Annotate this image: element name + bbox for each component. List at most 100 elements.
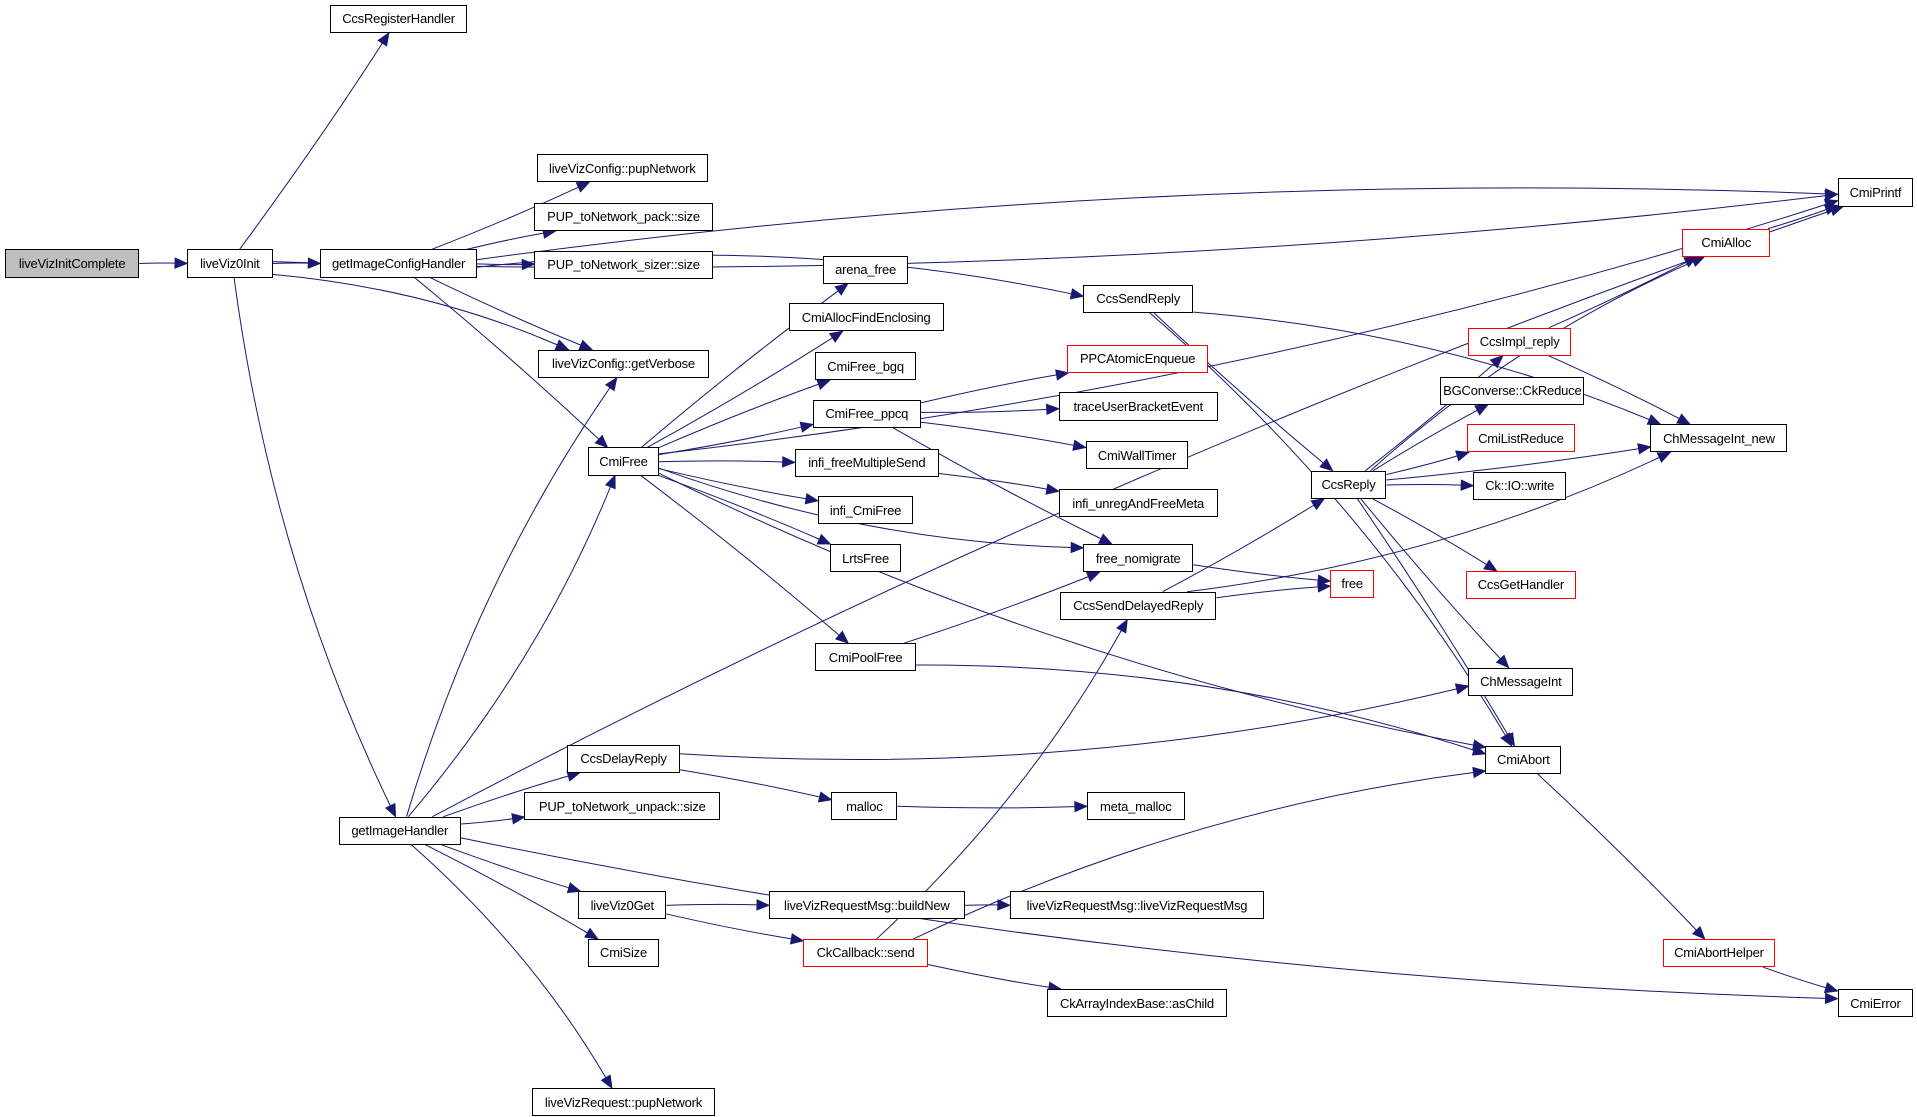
node-infi-cmifree[interactable]: infi_CmiFree bbox=[817, 496, 914, 525]
edge-cmifree-to-free_nomigrate bbox=[658, 467, 1072, 548]
edge-liveviz0get-to-ckcallback_send bbox=[666, 913, 792, 940]
edge-livevizinitcomplete-to-liveviz0init bbox=[139, 262, 176, 264]
node-livevizrequestmsg-ctor[interactable]: liveVizRequestMsg::liveVizRequestMsg bbox=[1009, 891, 1265, 920]
arrowhead-icon bbox=[1116, 618, 1128, 634]
node-cmipoolfree[interactable]: CmiPoolFree bbox=[815, 643, 916, 672]
edge-getimagehandler-to-cmiprintf bbox=[432, 210, 1832, 818]
arrowhead-icon bbox=[511, 813, 526, 825]
node-free-nomigrate[interactable]: free_nomigrate bbox=[1083, 544, 1194, 573]
edge-ccsreply-to-chmessageint_new bbox=[1386, 448, 1639, 481]
edge-getimagehandler-to-cmierror bbox=[460, 837, 1826, 999]
arrowhead-icon bbox=[1074, 800, 1089, 813]
arrowhead-icon bbox=[594, 434, 609, 449]
arrowhead-icon bbox=[1085, 571, 1101, 583]
node-ck-io-write[interactable]: Ck::IO::write bbox=[1473, 471, 1567, 501]
node-cmierror[interactable]: CmiError bbox=[1837, 989, 1914, 1018]
node-ccsimpl-reply[interactable]: CcsImpl_reply bbox=[1468, 327, 1571, 356]
edge-getimagehandler-to-pup_tonetwork_unpack_size bbox=[460, 818, 513, 825]
edge-ccssendreply-to-cmiabort bbox=[1149, 312, 1506, 736]
arrowhead-icon bbox=[997, 899, 1012, 911]
node-livevizconfig-getverbose[interactable]: liveVizConfig::getVerbose bbox=[537, 349, 710, 378]
edge-ccsreply-to-cmilistreduce bbox=[1386, 455, 1458, 476]
node-ccsregisterhandler[interactable]: CcsRegisterHandler bbox=[330, 4, 468, 33]
arrowhead-icon bbox=[1069, 288, 1085, 300]
node-cmiaborthelper[interactable]: CmiAbortHelper bbox=[1662, 938, 1776, 968]
node-traceuserbracketevent[interactable]: traceUserBracketEvent bbox=[1058, 392, 1218, 421]
node-lrtsfree[interactable]: LrtsFree bbox=[830, 544, 902, 573]
node-ccsdelayreply[interactable]: CcsDelayReply bbox=[567, 744, 680, 773]
arrowhead-icon bbox=[1455, 450, 1470, 462]
edge-ccsreply-to-cmiabort bbox=[1357, 498, 1509, 736]
edge-ccsreply-to-bgconverse_ckreduce bbox=[1372, 409, 1478, 472]
node-getimagehandler[interactable]: getImageHandler bbox=[338, 816, 461, 845]
edge-cmifree_ppcq-to-cmiwalltimer bbox=[920, 421, 1074, 446]
node-free[interactable]: free bbox=[1330, 569, 1375, 598]
arrowhead-icon bbox=[1070, 541, 1085, 554]
node-cmifree-bgq[interactable]: CmiFree_bgq bbox=[815, 352, 916, 381]
node-pup-tonetwork-unpack-size[interactable]: PUP_toNetwork_unpack::size bbox=[524, 792, 721, 821]
node-liveviz0init[interactable]: liveViz0Init bbox=[187, 249, 273, 278]
node-pup-tonetwork-sizer-size[interactable]: PUP_toNetwork_sizer::size bbox=[534, 250, 713, 279]
node-malloc[interactable]: malloc bbox=[831, 792, 898, 821]
edge-infi_freemultiplesend-to-infi_unregandfreemeta bbox=[938, 472, 1048, 490]
node-livevizconfig-pupnetwork[interactable]: liveVizConfig::pupNetwork bbox=[536, 154, 708, 183]
node-chmessageint[interactable]: ChMessageInt bbox=[1468, 667, 1574, 696]
node-cmilistreduce[interactable]: CmiListReduce bbox=[1467, 424, 1575, 453]
edge-malloc-to-meta_malloc bbox=[897, 805, 1075, 809]
node-livevizrequest-pupnetwork[interactable]: liveVizRequest::pupNetwork bbox=[531, 1088, 716, 1117]
node-infi-unregandfreemeta[interactable]: infi_unregAndFreeMeta bbox=[1058, 489, 1218, 518]
node-meta-malloc[interactable]: meta_malloc bbox=[1086, 792, 1185, 821]
node-ccssenddelayedreply[interactable]: CcsSendDelayedReply bbox=[1059, 591, 1217, 620]
edge-cmifree-to-cmipoolfree bbox=[640, 475, 840, 636]
arrowhead-icon bbox=[377, 31, 390, 47]
node-ckcallback-send[interactable]: CkCallback::send bbox=[803, 938, 928, 968]
node-ckarrayindexbase-aschild[interactable]: CkArrayIndexBase::asChild bbox=[1046, 989, 1228, 1018]
arrowhead-icon bbox=[1824, 992, 1839, 1005]
node-cmifree-ppcq[interactable]: CmiFree_ppcq bbox=[813, 399, 921, 428]
node-chmessageint-new[interactable]: ChMessageInt_new bbox=[1650, 424, 1788, 453]
node-cmisize[interactable]: CmiSize bbox=[588, 938, 659, 968]
edge-ccssenddelayedreply-to-free bbox=[1216, 586, 1319, 599]
edge-cmifree-to-cmiabort bbox=[658, 472, 1474, 746]
edge-cmifree_ppcq-to-free_nomigrate bbox=[893, 427, 1102, 540]
edge-cmiaborthelper-to-cmierror bbox=[1762, 966, 1827, 989]
node-cmiprintf[interactable]: CmiPrintf bbox=[1837, 178, 1914, 207]
node-bgconverse-ckreduce[interactable]: BGConverse::CkReduce bbox=[1440, 376, 1585, 405]
node-cmifree[interactable]: CmiFree bbox=[588, 447, 659, 476]
node-cmiallocfindenclosing[interactable]: CmiAllocFindEnclosing bbox=[788, 303, 944, 332]
arrowhead-icon bbox=[604, 474, 616, 490]
edge-cmifree-to-cmiprintf bbox=[658, 203, 1827, 455]
node-livevizrequestmsg-buildnew[interactable]: liveVizRequestMsg::buildNew bbox=[769, 891, 965, 920]
edge-free_nomigrate-to-free bbox=[1193, 564, 1319, 581]
node-cmialloc[interactable]: CmiAlloc bbox=[1682, 228, 1771, 257]
arrowhead-icon bbox=[756, 899, 771, 911]
arrowhead-icon bbox=[1656, 451, 1672, 463]
node-cmiabort[interactable]: CmiAbort bbox=[1485, 745, 1562, 774]
edge-liveviz0init-to-livevizconfig_getverbose bbox=[272, 273, 558, 346]
node-cmiwalltimer[interactable]: CmiWallTimer bbox=[1085, 441, 1189, 470]
node-ccssendreply[interactable]: CcsSendReply bbox=[1083, 284, 1194, 313]
node-liveviz0get[interactable]: liveViz0Get bbox=[578, 891, 667, 920]
arrowhead-icon bbox=[1310, 498, 1326, 511]
arrowhead-icon bbox=[1454, 683, 1470, 695]
edge-getimagehandler-to-cmisize bbox=[425, 844, 588, 934]
arrowhead-icon bbox=[1824, 188, 1839, 200]
edge-ccsdelayreply-to-malloc bbox=[679, 769, 820, 798]
edge-ccsimpl_reply-to-cmialloc bbox=[1548, 261, 1687, 329]
node-ccsgethandler[interactable]: CcsGetHandler bbox=[1465, 570, 1576, 600]
node-arena-free[interactable]: arena_free bbox=[822, 255, 909, 284]
node-pup-tonetwork-pack-size[interactable]: PUP_toNetwork_pack::size bbox=[534, 202, 713, 232]
arrowhead-icon bbox=[1676, 413, 1692, 425]
edge-cmialloc-to-cmiprintf bbox=[1767, 209, 1827, 230]
node-ppcatomicenqueue[interactable]: PPCAtomicEnqueue bbox=[1067, 344, 1208, 373]
node-getimageconfighandler[interactable]: getImageConfigHandler bbox=[320, 249, 477, 278]
node-infi-freemultiplesend[interactable]: infi_freeMultipleSend bbox=[794, 448, 939, 477]
edge-getimageconfighandler-to-pup_tonetwork_pack_size bbox=[466, 232, 544, 250]
node-ccsreply[interactable]: CcsReply bbox=[1310, 470, 1387, 499]
arrowhead-icon bbox=[1637, 443, 1652, 455]
edge-cmiabort-to-cmiaborthelper bbox=[1537, 773, 1697, 931]
node-livevizinitcomplete: liveVizInitComplete bbox=[4, 249, 140, 278]
arrowhead-icon bbox=[1489, 354, 1504, 369]
edge-cmifree-to-infi_freemultiplesend bbox=[658, 460, 783, 463]
arrowhead-icon bbox=[1829, 205, 1845, 217]
